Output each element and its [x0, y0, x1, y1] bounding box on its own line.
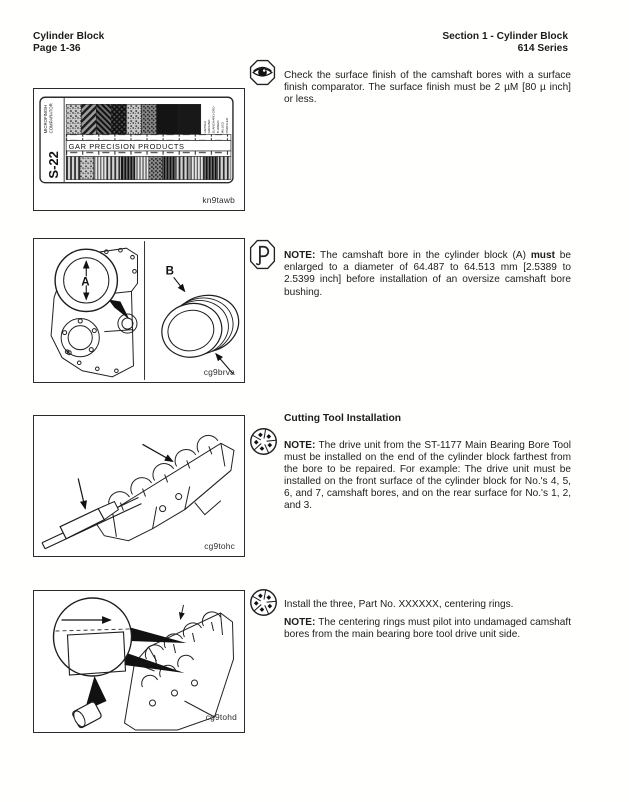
figure-camshaft-bore-bushing: A B cg9brva	[33, 238, 245, 383]
note-emphasis: must	[530, 250, 555, 262]
series-label: 614 Series	[517, 42, 568, 54]
bushing-drawing	[161, 294, 240, 358]
label-a: A	[81, 276, 90, 288]
centering-ring-piece	[72, 701, 102, 729]
header-right: Section 1 - Cylinder Block 614 Series	[442, 31, 568, 54]
instruction-text: Check the surface finish of the camshaft…	[284, 70, 571, 106]
note-text: The centering rings must pilot into unda…	[284, 617, 571, 641]
figure-caption: cg9brva	[203, 367, 235, 377]
note-camshaft-bore: NOTE: The camshaft bore in the cylinder …	[284, 250, 571, 299]
surface-comparator-image: MICROFINISH COMPARATOR S-22 LAPPED GROUN…	[39, 96, 234, 184]
label-b: B	[166, 265, 174, 277]
figure-bore-tool-installed: cg9tohc	[33, 415, 245, 557]
finish-label: TURNED	[216, 120, 220, 134]
section-title: Section 1 - Cylinder Block	[442, 31, 568, 42]
instruction-text: Install the three, Part No. XXXXXX, cent…	[284, 599, 514, 611]
note-text: The drive unit from the ST-1177 Main Bea…	[284, 439, 571, 512]
figure-centering-rings: cg9tohd	[33, 590, 245, 733]
figure-caption: cg9tohc	[204, 541, 235, 551]
cutting-tool-icon	[249, 427, 278, 456]
section-heading-text: Cutting Tool Installation	[284, 413, 402, 424]
finish-label: GROUND	[207, 119, 211, 134]
comparator-brand: GAR PRECISION PRODUCTS	[69, 142, 185, 151]
instruction-install-rings: Install the three, Part No. XXXXXX, cent…	[284, 599, 571, 611]
comparator-vertical-label: MICROFINISH	[43, 105, 48, 134]
note-centering-rings: NOTE: The centering rings must pilot int…	[284, 617, 571, 641]
finish-label: MILLED	[221, 121, 225, 133]
header-left: Cylinder Block Page 1-36	[33, 31, 104, 54]
inspect-eye-icon	[249, 59, 276, 86]
figure-caption: kn9tawb	[202, 195, 235, 205]
page-title: Cylinder Block	[33, 31, 105, 42]
figure-surface-comparator: MICROFINISH COMPARATOR S-22 LAPPED GROUN…	[33, 88, 245, 211]
inverted-block-drawing	[93, 434, 235, 542]
note-drive-unit: NOTE: The drive unit from the ST-1177 Ma…	[284, 440, 571, 513]
centering-ring-tool-icon	[249, 588, 278, 617]
centering-ring-image	[52, 597, 235, 731]
page-number: Page 1-36	[33, 42, 81, 54]
finish-label: PROFILED	[225, 117, 229, 133]
finish-label: BLANCHARD GRD	[212, 106, 216, 134]
instruction-check-surface-finish: Check the surface finish of the camshaft…	[284, 70, 571, 106]
note-label: NOTE:	[284, 439, 316, 451]
bore-measure-icon	[249, 239, 276, 270]
section-heading: Cutting Tool Installation	[284, 413, 571, 424]
boring-bar-drawing	[41, 497, 142, 550]
note-label: NOTE:	[284, 617, 316, 629]
note-label: NOTE:	[284, 250, 316, 262]
camshaft-bore-image: A B	[50, 241, 240, 380]
note-text: be enlarged to a diameter of 64.487 to 6…	[284, 250, 571, 298]
note-text: The camshaft bore in the cylinder block …	[315, 250, 531, 262]
comparator-model: S-22	[46, 151, 61, 179]
comparator-vertical-label2: COMPARATOR	[49, 103, 54, 133]
inverted-block-drawing	[123, 604, 235, 731]
finish-label: LAPPED	[203, 120, 207, 133]
bore-tool-image	[41, 434, 235, 550]
figure-caption: cg9tohd	[205, 712, 237, 722]
